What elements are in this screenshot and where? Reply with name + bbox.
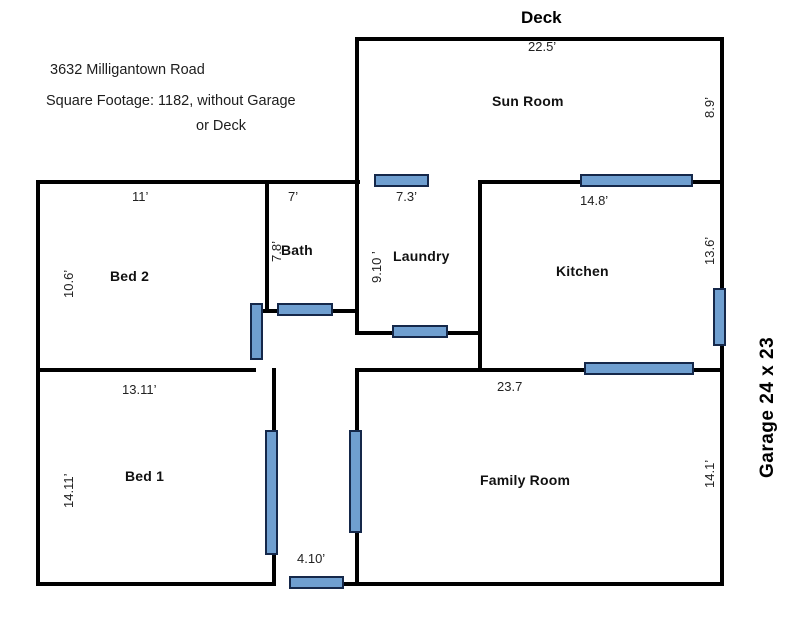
- wall-house-left-lower: [36, 368, 40, 586]
- wall-bed2-bottom: [36, 368, 256, 372]
- wall-familyroom-top: [355, 368, 724, 372]
- room-name-bed-1: Bed 1: [125, 468, 165, 484]
- door-bed2: [250, 303, 263, 360]
- window-kitchen-bottom: [584, 362, 694, 375]
- square-footage-line-2: or Deck: [196, 118, 246, 134]
- wall-sunroom-left: [355, 37, 359, 184]
- property-address: 3632 Milligantown Road: [50, 62, 205, 78]
- door-laundry: [392, 325, 448, 338]
- wall-sunroom-right: [720, 37, 724, 184]
- room-name-family-room: Family Room: [480, 472, 571, 488]
- room-name-bed-2: Bed 2: [110, 268, 150, 284]
- dim-bath-width: 7’: [288, 189, 299, 204]
- dim-familyroom-height: 14.1’: [702, 459, 717, 488]
- dim-kitchen-height: 13.6’: [702, 236, 717, 265]
- wall-house-right: [720, 180, 724, 586]
- window-sunroom-laundry: [374, 174, 429, 187]
- dim-laundry-height: 9.10 ’: [369, 251, 384, 283]
- dim-bed2-height: 10.6’: [61, 269, 76, 298]
- dim-laundry-width: 7.3’: [396, 189, 417, 204]
- dim-sunroom-height: 8.9’: [702, 97, 717, 118]
- dim-bed1-width: 13.11’: [122, 382, 157, 397]
- door-bath: [277, 303, 333, 316]
- wall-house-left-upper: [36, 180, 40, 372]
- door-familyroom-left: [349, 430, 362, 533]
- wall-laundry-kitchen-divider: [478, 180, 482, 368]
- door-kitchen-exterior: [713, 288, 726, 346]
- dim-bed2-width: 11’: [132, 189, 149, 204]
- door-bed1: [265, 430, 278, 555]
- room-name-bath: Bath: [281, 242, 313, 258]
- square-footage-line-1: Square Footage: 1182, without Garage: [46, 93, 296, 109]
- wall-house-bottom-right: [340, 582, 724, 586]
- wall-bath-laundry-divider: [355, 180, 359, 332]
- garage-label: Garage 24 x 23: [757, 336, 778, 478]
- room-name-kitchen: Kitchen: [556, 263, 609, 279]
- wall-bed2-bath-divider: [265, 180, 269, 310]
- door-front-entry: [289, 576, 344, 589]
- room-name-sun-room: Sun Room: [492, 93, 564, 109]
- dim-familyroom-width: 23.7: [497, 379, 523, 394]
- dim-front-entry: 4.10’: [297, 551, 326, 566]
- wall-house-bottom-left: [36, 582, 276, 586]
- wall-sunroom-top: [355, 37, 724, 41]
- dim-bath-height: 7.8’: [269, 241, 284, 262]
- window-kitchen-top: [580, 174, 693, 187]
- deck-label: Deck: [521, 8, 562, 27]
- dim-sunroom-width: 22.5’: [528, 39, 557, 54]
- room-name-laundry: Laundry: [393, 248, 450, 264]
- dim-kitchen-width: 14.8’: [580, 193, 609, 208]
- wall-house-top-left: [36, 180, 360, 184]
- dim-bed1-height: 14.11’: [61, 473, 76, 508]
